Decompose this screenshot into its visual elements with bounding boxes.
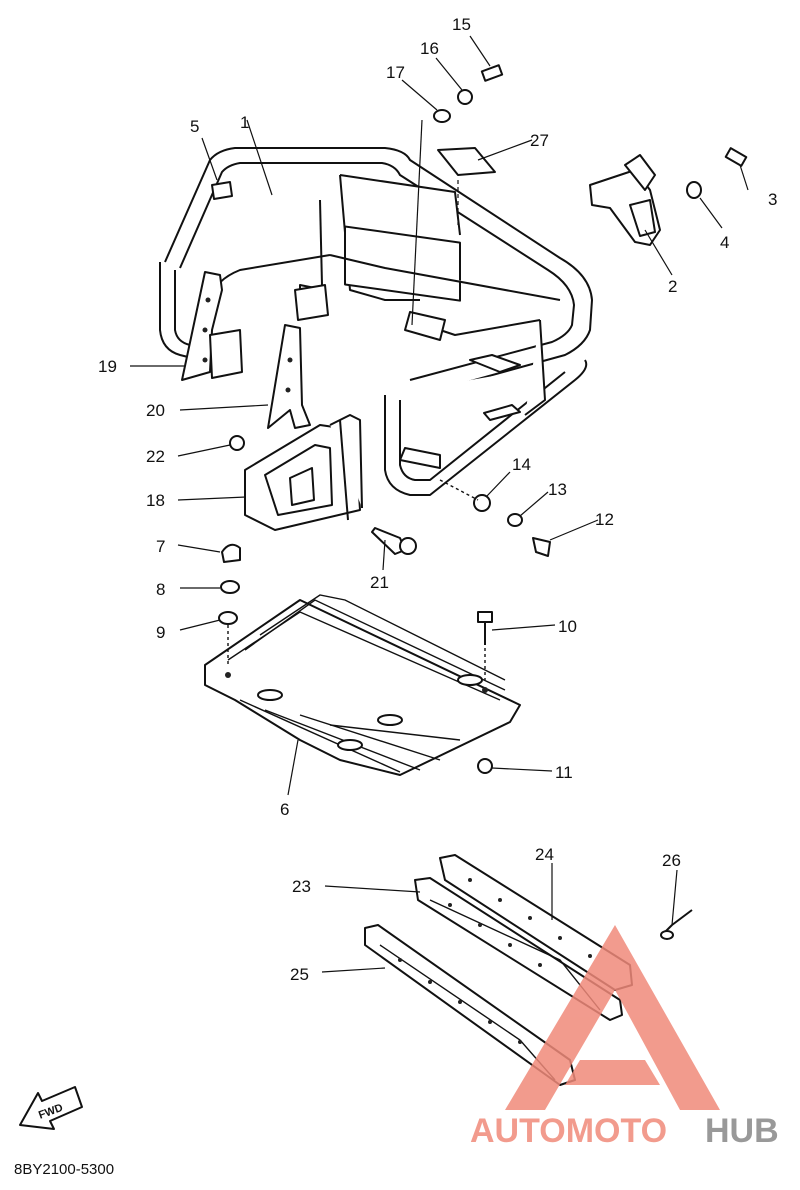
- callout-1: 1: [240, 113, 249, 132]
- callout-11: 11: [555, 763, 573, 782]
- callout-12: 12: [595, 510, 614, 529]
- drawing-code: 8BY2100-5300: [14, 1161, 114, 1178]
- watermark-triangle-outer: [505, 925, 720, 1110]
- callout-14: 14: [512, 455, 531, 474]
- callout-16: 16: [420, 39, 439, 58]
- bracket-19: [181, 271, 243, 381]
- floor-board-6: [204, 594, 521, 776]
- callout-26: 26: [662, 851, 681, 870]
- fwd-arrow: FWD: [19, 1086, 83, 1130]
- callout-25: 25: [290, 965, 309, 984]
- callout-24: 24: [535, 845, 554, 864]
- watermark-text-2: HUB: [705, 1112, 779, 1150]
- watermark-logo: AUTOMOTO HUB: [470, 925, 779, 1150]
- holder-18: [244, 414, 363, 531]
- watermark-triangle-inner: [565, 1060, 660, 1085]
- callout-23: 23: [292, 877, 311, 896]
- hardware: [211, 64, 748, 940]
- callout-17: 17: [386, 63, 405, 82]
- callout-5: 5: [190, 117, 199, 136]
- callout-2: 2: [668, 277, 677, 296]
- callout-6: 6: [280, 800, 289, 819]
- callout-10: 10: [558, 617, 577, 636]
- callout-7: 7: [156, 537, 165, 556]
- callout-20: 20: [146, 401, 165, 420]
- callout-3: 3: [768, 190, 777, 209]
- callout-labels: 1 2 3 4 5 6 7 8 9 10 11 12 13 14 15 16 1…: [98, 15, 777, 984]
- callout-27: 27: [530, 131, 549, 150]
- callout-8: 8: [156, 580, 165, 599]
- trim-strips: [364, 854, 633, 1086]
- callout-13: 13: [548, 480, 567, 499]
- callout-18: 18: [146, 491, 165, 510]
- callout-4: 4: [720, 233, 729, 252]
- rack-frame: [159, 147, 593, 496]
- callout-19: 19: [98, 357, 117, 376]
- leader-lines: [130, 35, 749, 973]
- callout-21: 21: [370, 573, 389, 592]
- watermark-text-1: AUTOMOTO: [470, 1112, 667, 1150]
- callout-9: 9: [156, 623, 165, 642]
- clamp-2: [589, 154, 661, 246]
- bracket-20: [267, 284, 329, 429]
- callout-15: 15: [452, 15, 471, 34]
- callout-22: 22: [146, 447, 165, 466]
